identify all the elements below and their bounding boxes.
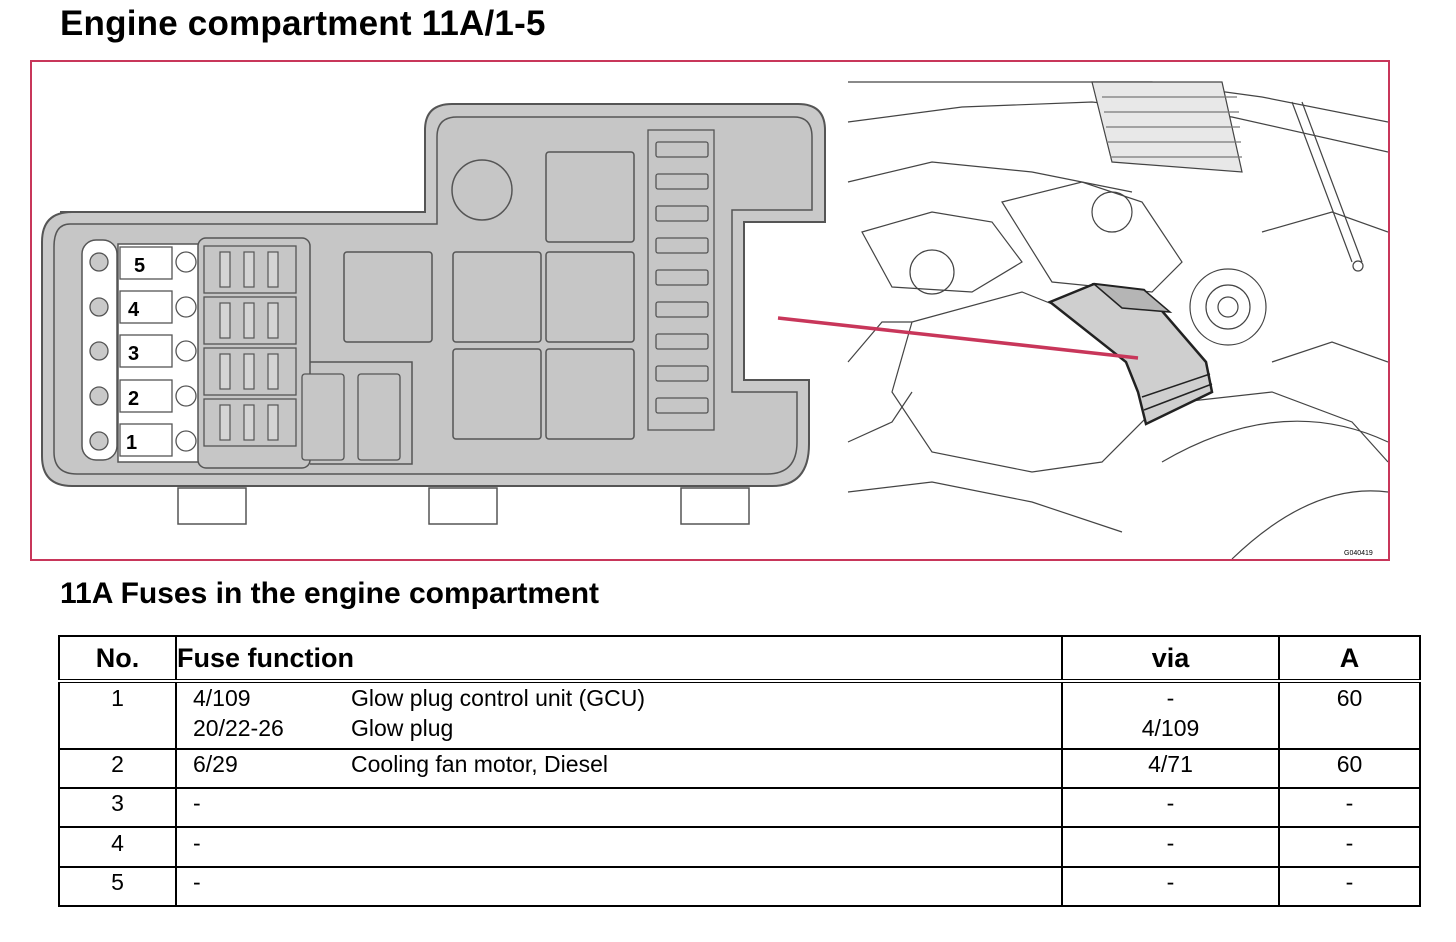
fuse-amps: 60 [1336, 751, 1363, 778]
fuse-code: - [193, 869, 201, 896]
fuse-via: - [1166, 869, 1175, 896]
relay-squares [343, 151, 635, 440]
mini-fuse-column [647, 129, 715, 431]
fuse-description: Glow plug [351, 714, 454, 741]
table-row: 1 4/109 Glow plug control unit (GCU) 20/2… [58, 681, 1421, 750]
fuse-code: - [193, 790, 201, 817]
fuse-label-5: 5 [134, 255, 145, 277]
fuse-amps: - [1345, 869, 1354, 896]
fuse-strip: 5 4 3 2 1 [81, 239, 201, 463]
fuse-label-2: 2 [128, 388, 139, 410]
fuse-via: - [1166, 790, 1175, 817]
fuse-box-location [1047, 282, 1214, 426]
fuse-amps: - [1345, 790, 1354, 817]
fuse-via: - [1166, 684, 1175, 711]
header-via: via [1061, 635, 1280, 683]
fuse-number: 4 [111, 829, 124, 856]
fuse-code: - [193, 829, 201, 856]
fuse-via: 4/109 [1141, 714, 1200, 741]
fuse-amps: 60 [1336, 684, 1363, 711]
table-row: 4 - - - [58, 827, 1421, 868]
fuse-description: Cooling fan motor, Diesel [351, 751, 608, 778]
header-no: No. [58, 635, 177, 683]
image-code: G040419 [1344, 550, 1373, 557]
pointer-line [777, 316, 1139, 360]
fuse-via: 4/71 [1148, 751, 1193, 778]
fuse-label-4: 4 [128, 299, 140, 321]
fuse-via: - [1166, 829, 1175, 856]
table-row: 2 6/29 Cooling fan motor, Diesel 4/71 60 [58, 748, 1421, 789]
diagram-frame: 5 4 3 2 1 [30, 60, 1390, 561]
table-row: 3 - - - [58, 787, 1421, 829]
fuse-number: 3 [111, 790, 124, 817]
fuse-code: 20/22-26 [193, 714, 284, 741]
section-title: 11A Fuses in the engine compartment [60, 577, 600, 610]
fuse-box-diagram: 5 4 3 2 1 [41, 81, 1388, 559]
relay-block [197, 237, 413, 469]
fuse-label-3: 3 [128, 343, 139, 365]
fuse-code: 6/29 [193, 751, 238, 778]
table-row: 5 - - - [58, 866, 1421, 908]
fuse-number: 1 [111, 684, 124, 711]
engine-bay-illustration [847, 81, 1388, 559]
fuse-number: 2 [111, 751, 124, 778]
fuse-description: Glow plug control unit (GCU) [351, 684, 645, 711]
fuse-amps: - [1345, 829, 1354, 856]
fuse-number: 5 [111, 869, 124, 896]
fuse-code: 4/109 [193, 684, 251, 711]
header-function: Fuse function [175, 635, 1063, 683]
fuse-label-1: 1 [126, 432, 137, 454]
header-amps: A [1278, 635, 1421, 683]
page-title: Engine compartment 11A/1-5 [60, 4, 546, 43]
